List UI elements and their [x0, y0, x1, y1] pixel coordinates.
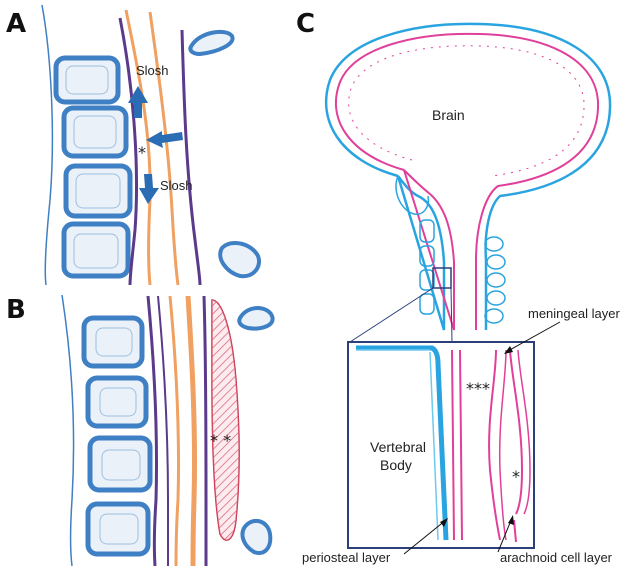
panel-b-dura-inner-2 [158, 296, 168, 566]
panel-b-vertebrae [84, 318, 150, 554]
panel-a-bone-fragment [190, 32, 232, 54]
panel-c-vertebrae-left [420, 220, 434, 314]
panel-b-bone-fragment [242, 521, 270, 553]
meningeal-layer-label: meningeal layer [528, 306, 620, 321]
panel-a-letter: A [6, 9, 26, 39]
vertebra [88, 378, 146, 426]
panel-b-arachnoid-2 [188, 296, 195, 566]
panel-b-canal-edge [62, 295, 74, 566]
panel-a-dura-outer [182, 30, 200, 285]
panel-b: B * * [6, 295, 273, 566]
panel-b-letter: B [6, 295, 26, 325]
arachnoid-layer-label: arachnoid cell layer [500, 550, 613, 565]
inset-single-asterisk: * [512, 467, 520, 486]
panel-a-canal-edge [42, 5, 52, 285]
panel-a-arachnoid-2 [150, 12, 178, 285]
zoom-guide-line [350, 288, 433, 342]
panel-c-vertebrae-right [485, 237, 505, 323]
panel-b-dura-outer [204, 296, 206, 566]
panel-a-asterisk: * [138, 143, 146, 162]
periosteal-layer-label: periosteal layer [302, 550, 391, 565]
vertebra [90, 438, 150, 490]
zoom-guide-line [451, 288, 452, 342]
vertebra [84, 318, 142, 366]
vertebral-body-label-line2: Body [380, 457, 412, 473]
panel-c-letter: C [296, 9, 315, 39]
vertebra [64, 108, 126, 156]
brain-arachnoid-outline [336, 34, 598, 330]
panel-b-bone-fragment [239, 308, 272, 329]
brain-inner-dotted [349, 46, 584, 176]
inset-triple-asterisk: *** [466, 379, 490, 398]
brain-dura-outline [326, 24, 610, 330]
panel-c: C Brain [296, 9, 620, 565]
panel-b-arachnoid-1 [170, 296, 179, 566]
panel-a: A Slosh Slosh * [6, 5, 259, 285]
arrow-down-icon [139, 174, 159, 204]
brain-label: Brain [432, 107, 465, 123]
vertebral-body-label-line1: Vertebral [370, 439, 426, 455]
vertebra [88, 504, 148, 554]
panel-a-slosh-top: Slosh [136, 63, 169, 78]
panel-b-asterisks: * * [210, 431, 231, 450]
panel-a-slosh-bottom: Slosh [160, 178, 193, 193]
vertebra [56, 58, 118, 102]
panel-a-bone-fragment [220, 243, 259, 276]
